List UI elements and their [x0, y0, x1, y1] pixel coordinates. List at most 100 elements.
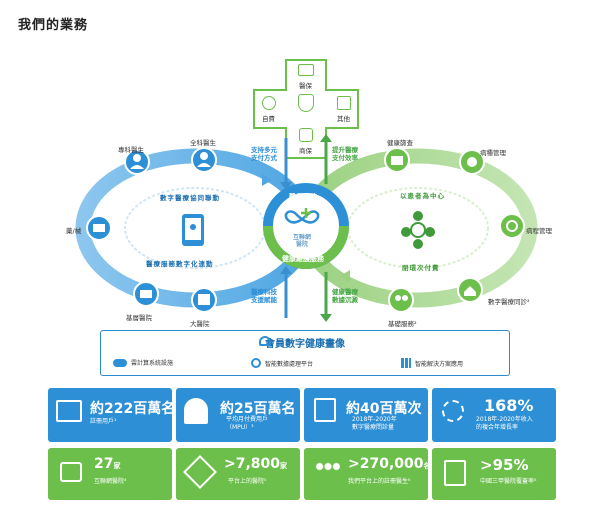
paying-user-icon [184, 398, 208, 424]
stat-bottom-1-value: >7,800 [224, 456, 281, 472]
member-item-data-label: 智能數據處理平台 [265, 360, 314, 368]
node-disease-mgmt2-icon [499, 213, 525, 239]
pay-left-label: 自費 [262, 115, 275, 123]
stat-mpu: 約25百萬名 平均月付費用戶 （MPU）³ [176, 388, 300, 442]
node-gp-icon [191, 147, 217, 173]
arrow-down-blue-icon [280, 138, 292, 190]
stat-top-1-sub: 平均月付費用戶 （MPU）³ [226, 416, 269, 431]
infinity-logo-icon [284, 208, 320, 224]
stat-bottom-3-sub: 中國三甲醫院覆蓋率⁶ [480, 478, 537, 485]
center-top-text: 醫療服務 [289, 193, 317, 201]
left-lower-arc-text: 醫療服務數字化連動 [146, 260, 214, 268]
consultation-screen-icon [314, 398, 336, 422]
hospital-building-icon [444, 460, 466, 486]
pay-right-label: 其他 [337, 115, 350, 123]
center-logo-text: 互聯網 醫院 [293, 234, 312, 248]
stat-top-3-sub: 2018年-2020年收入 的複合年增長率 [476, 416, 533, 431]
large-hospital-label: 大醫院 [190, 320, 210, 328]
health-check-label: 健康篩查 [387, 139, 413, 147]
stat-top-2-sub: 2018年-2020年 數字醫療問診量 [352, 416, 397, 431]
disease-mgmt2-label: 病程管理 [526, 227, 552, 235]
page-title: 我們的業務 [18, 18, 89, 33]
member-item-data: 智能數據處理平台 [251, 358, 313, 368]
node-specialist-icon [124, 149, 150, 175]
arrow-down-green-icon [320, 272, 332, 322]
disease-mgmt-label: 病種管理 [480, 149, 506, 157]
left-loop-arrow-icon [262, 174, 272, 186]
node-digital-companion-icon [457, 277, 483, 303]
right-upper-arc-text: 以患者為中心 [400, 192, 445, 200]
left-upper-arc-text: 數字醫療協同聯動 [160, 194, 220, 202]
tech-empower-label: 醫療科技 支援賦能 [251, 288, 277, 304]
network-icon [251, 358, 261, 368]
node-pharmacy-icon [86, 215, 112, 241]
users-card-icon [56, 400, 82, 422]
pay-bottom-label: 商保 [299, 147, 312, 155]
grassroots-label: 基層醫院 [126, 314, 152, 322]
grid-icon [401, 358, 411, 368]
member-item-solution: 智能解決方案應用 [401, 358, 463, 368]
member-item-solution-label: 智能解決方案應用 [415, 360, 464, 368]
stat-top-2-big: 約40百萬次 [346, 401, 422, 417]
node-large-hospital-icon [191, 287, 217, 313]
stat-top-3-big: 168% [484, 396, 534, 415]
right-lower-arc-text: 閉環次付費 [402, 264, 440, 272]
self-pay-icon [262, 96, 276, 110]
doctors-icon [314, 460, 342, 486]
member-health-portrait-box: 會員數字健康畫像 雲計算系統設施 智能數據處理平台 智能解決方案應用 [100, 330, 510, 376]
network-polygon-icon [183, 455, 217, 489]
stat-bottom-1-big: >7,800家 [224, 456, 287, 472]
stat-bottom-2-sub: 我們平台上的註冊醫生⁶ [348, 478, 411, 485]
arrow-up-blue-icon [280, 266, 292, 318]
stat-bottom-1-unit: 家 [280, 462, 288, 470]
medical-kit-icon [60, 462, 82, 482]
stat-bottom-0-big: 27家 [94, 456, 120, 472]
stat-cagr: 168% 2018年-2020年收入 的複合年增長率 [432, 388, 556, 442]
stat-top-1-big: 約25百萬名 [220, 401, 296, 417]
stat-top-0-sub: 註冊用戶¹ [90, 418, 117, 425]
pay-top-label: 醫保 [299, 82, 312, 90]
commercial-insurance-icon [299, 128, 313, 142]
basic-service-label: 基礎服務² [388, 320, 417, 328]
stat-tier3-coverage: >95% 中國三甲醫院覆蓋率⁶ [432, 448, 556, 500]
stat-bottom-0-sub: 互聯網醫院⁴ [94, 478, 127, 485]
health-data-label: 健康醫療 數據沉澱 [332, 288, 358, 304]
shield-icon [298, 94, 314, 112]
people-group-icon [401, 211, 435, 249]
stat-bottom-3-big: >95% [480, 456, 528, 474]
stat-top-0-big: 約222百萬名 [90, 401, 172, 417]
mobile-phone-icon [182, 214, 204, 246]
stat-bottom-2-unit: 名 [423, 462, 429, 470]
member-item-cloud: 雲計算系統設施 [113, 358, 173, 367]
gp-label: 全科醫生 [190, 139, 216, 147]
stat-registered-users: 約222百萬名 註冊用戶¹ [48, 388, 172, 442]
stat-consultations: 約40百萬次 2018年-2020年 數字醫療問診量 [304, 388, 428, 442]
stat-bottom-2-value: >270,000 [348, 456, 424, 472]
stat-bottom-0-unit: 家 [113, 462, 121, 470]
pharmacy-label: 藥/械 [66, 227, 82, 235]
right-loop-arrow-icon [340, 270, 350, 282]
digital-companion-label: 數字醫療同診² [488, 298, 530, 306]
other-pay-icon [337, 96, 351, 110]
stat-internet-hospitals: 27家 互聯網醫院⁴ [48, 448, 172, 500]
member-title: 會員數字健康畫像 [265, 339, 345, 350]
arrow-up-green-icon [320, 134, 332, 184]
right-loop-inner [347, 187, 489, 269]
stat-bottom-3-value: >95% [480, 456, 529, 474]
stat-registered-doctors: >270,000名 我們平台上的註冊醫生⁶ [304, 448, 428, 500]
center-bottom-text: 健康維護服務 [282, 255, 324, 263]
specialist-label: 專科醫生 [118, 146, 144, 154]
node-disease-mgmt-icon [459, 149, 485, 175]
support-pay-label: 支持多元 支付方式 [251, 146, 277, 162]
node-health-check-icon [384, 147, 410, 173]
stat-bottom-1-sub: 平台上的醫院⁵ [228, 478, 267, 485]
node-grassroots-icon [133, 281, 159, 307]
dollar-cycle-icon [442, 400, 464, 422]
member-item-cloud-label: 雲計算系統設施 [131, 360, 174, 367]
people-icon [259, 336, 271, 346]
cloud-icon [113, 358, 127, 367]
stat-bottom-0-value: 27 [94, 456, 114, 472]
improve-pay-label: 提升醫療 支付效率 [332, 146, 358, 162]
stat-bottom-2-big: >270,000名 [348, 456, 428, 472]
card-icon [298, 64, 314, 76]
